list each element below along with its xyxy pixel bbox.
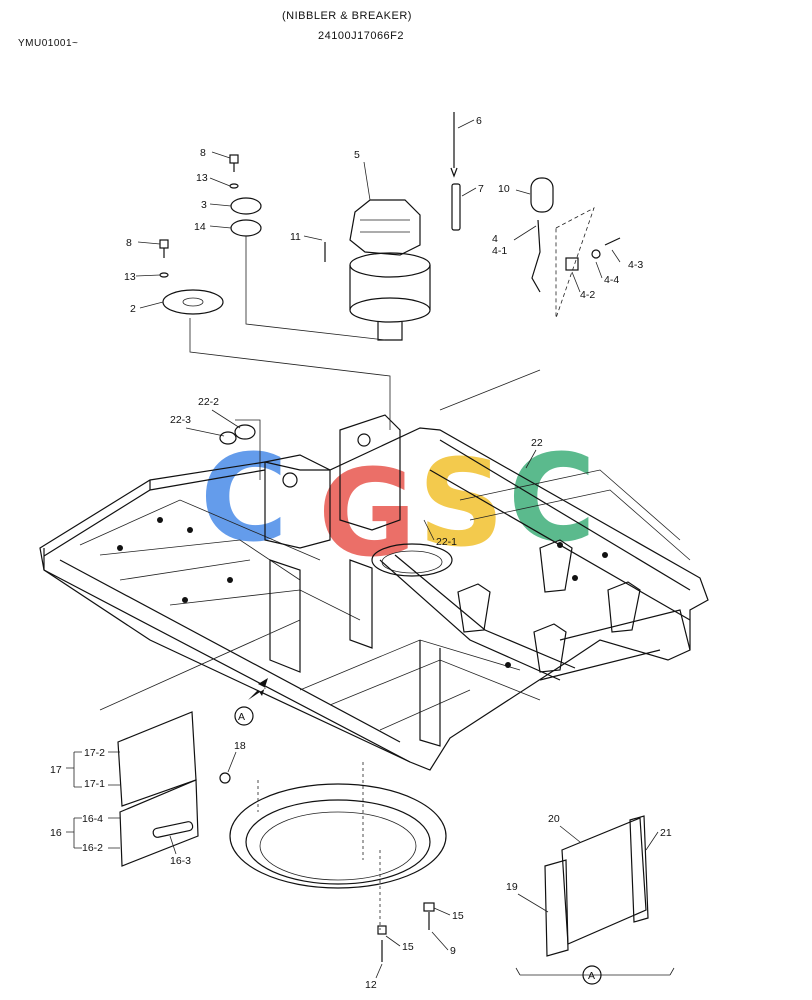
callout-2: 2 — [130, 303, 136, 315]
watermark: C G S C — [200, 430, 596, 584]
part-number: 24100J17066F2 — [318, 30, 405, 42]
bolt-18 — [219, 772, 231, 784]
callout-9: 9 — [450, 945, 456, 957]
leader-line-2 — [189, 318, 391, 430]
callout-4-2: 4-2 — [580, 289, 595, 301]
watermark-letter-4: C — [508, 430, 596, 569]
label-leaders — [66, 119, 659, 979]
leader-line-22 — [235, 419, 261, 480]
callout-17-1: 17-1 — [84, 778, 105, 790]
bushing-22-2 — [234, 424, 256, 440]
view-a-detail — [515, 815, 675, 985]
diagram-title: (NIBBLER & BREAKER) — [282, 10, 412, 22]
gasket-16-3 — [152, 821, 194, 838]
callout-4-1: 4-1 — [492, 245, 507, 257]
callout-17-2: 17-2 — [84, 747, 105, 759]
callout-10: 10 — [498, 183, 510, 195]
leader-line-14 — [245, 236, 386, 341]
swing-bearing — [229, 762, 447, 930]
model-code: YMU01001~ — [18, 38, 79, 49]
callout-22-2: 22-2 — [198, 396, 219, 408]
callout-11: 11 — [290, 231, 301, 243]
left-hardware-stack — [159, 239, 224, 315]
callout-22-3: 22-3 — [170, 414, 191, 426]
callout-4: 4 — [492, 233, 498, 245]
callout-8a: 8 — [200, 147, 206, 159]
callout-13b: 13 — [124, 271, 136, 283]
bolt-4-3 — [604, 237, 621, 246]
washer-4-4 — [591, 249, 601, 259]
bracket-4-2 — [565, 257, 579, 271]
callout-view-a2: A — [588, 970, 595, 982]
panel-17 — [117, 711, 197, 807]
callout-8b: 8 — [126, 237, 132, 249]
callout-7: 7 — [478, 183, 484, 195]
view-marker — [234, 706, 254, 726]
callout-22-1: 22-1 — [436, 536, 457, 548]
callout-13a: 13 — [196, 172, 208, 184]
arrow-icon — [248, 678, 268, 700]
callout-4-4: 4-4 — [604, 274, 619, 286]
guard-outline — [555, 207, 595, 319]
pin-assembly — [450, 112, 461, 231]
callout-15a: 15 — [402, 941, 414, 953]
callout-19: 19 — [506, 881, 518, 893]
callout-16: 16 — [50, 827, 62, 839]
cover-plate-10 — [530, 177, 554, 213]
leader-line-10 — [439, 369, 541, 411]
callout-view-a: A — [238, 711, 245, 723]
callout-5: 5 — [354, 149, 360, 161]
callout-16-4: 16-4 — [82, 813, 103, 825]
nut-15a — [377, 925, 387, 935]
watermark-letter-1: C — [200, 430, 288, 569]
upper-frame — [39, 414, 709, 771]
callout-15b: 15 — [452, 910, 464, 922]
watermark-letter-2: G — [318, 445, 417, 584]
leader-line-17 — [99, 619, 301, 711]
callout-17: 17 — [50, 764, 62, 776]
callout-14: 14 — [194, 221, 206, 233]
callout-21: 21 — [660, 827, 672, 839]
pipe-4 — [531, 219, 541, 293]
callout-4-3: 4-3 — [628, 259, 643, 271]
callout-labels: 6 7 10 5 8 13 3 14 8 13 2 11 4 4-1 4-3 4… — [50, 115, 672, 991]
callout-16-2: 16-2 — [82, 842, 103, 854]
callout-12: 12 — [365, 979, 377, 991]
seal-22-3 — [219, 431, 237, 445]
callout-18: 18 — [234, 740, 246, 752]
swing-motor — [349, 199, 431, 341]
upper-hardware-stack — [229, 154, 262, 237]
nut-15b — [423, 902, 435, 912]
callout-6: 6 — [476, 115, 482, 127]
callout-22: 22 — [531, 437, 543, 449]
panel-16 — [119, 779, 199, 867]
callout-3: 3 — [201, 199, 207, 211]
callout-16-3: 16-3 — [170, 855, 191, 867]
callout-20: 20 — [548, 813, 560, 825]
